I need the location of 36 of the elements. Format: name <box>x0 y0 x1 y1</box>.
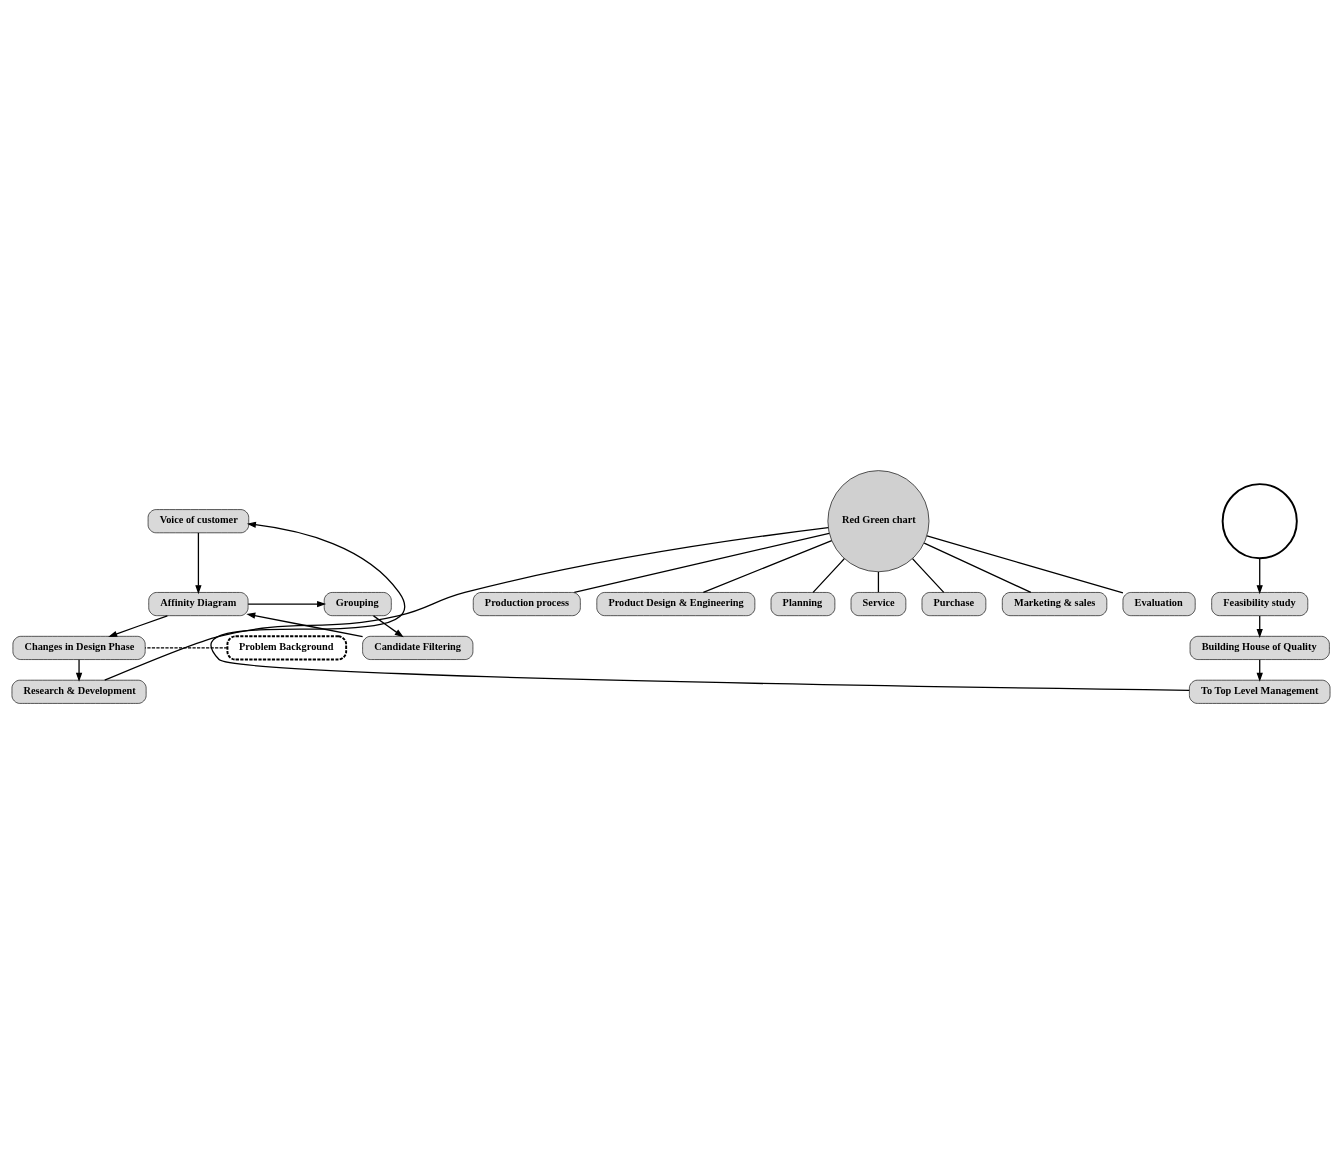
node-box: Planning <box>770 591 836 616</box>
node-box: Service <box>850 591 907 616</box>
node-box: To Top Level Management <box>1189 679 1331 704</box>
connector <box>923 541 1032 593</box>
connector <box>926 534 1124 594</box>
arrow <box>75 658 83 682</box>
arrow <box>108 614 168 637</box>
connector <box>573 532 830 593</box>
arrow <box>1256 557 1263 594</box>
connector <box>144 646 228 649</box>
node-box: Changes in Design Phase <box>12 635 146 660</box>
connector <box>104 526 829 681</box>
node-box: Feasibility study <box>1211 591 1309 616</box>
node-box: Grouping <box>323 591 392 616</box>
connector <box>912 557 945 593</box>
node-box: Research & Development <box>11 679 147 704</box>
node-circle <box>1221 482 1298 559</box>
node-box: Purchase <box>921 591 987 616</box>
arrow <box>247 600 327 607</box>
node-circle: Red Green chart <box>827 469 930 572</box>
node-box: Candidate Filtering <box>362 635 474 660</box>
node-box: Building House of Quality <box>1189 635 1330 660</box>
connector <box>812 557 845 593</box>
node-box: Product Design & Engineering <box>596 591 756 616</box>
arrow <box>372 614 404 637</box>
node-box: Marketing & sales <box>1001 591 1108 616</box>
arrow <box>210 521 1190 691</box>
node-box: Voice of customer <box>147 508 250 533</box>
connector <box>702 539 833 593</box>
connector <box>877 570 880 593</box>
node-box: Production process <box>472 591 581 616</box>
node-box: Evaluation <box>1122 591 1196 616</box>
node-box: Affinity Diagram <box>148 591 249 616</box>
arrow <box>246 612 364 637</box>
node-box: Problem Background <box>226 634 348 660</box>
arrow <box>195 531 202 594</box>
